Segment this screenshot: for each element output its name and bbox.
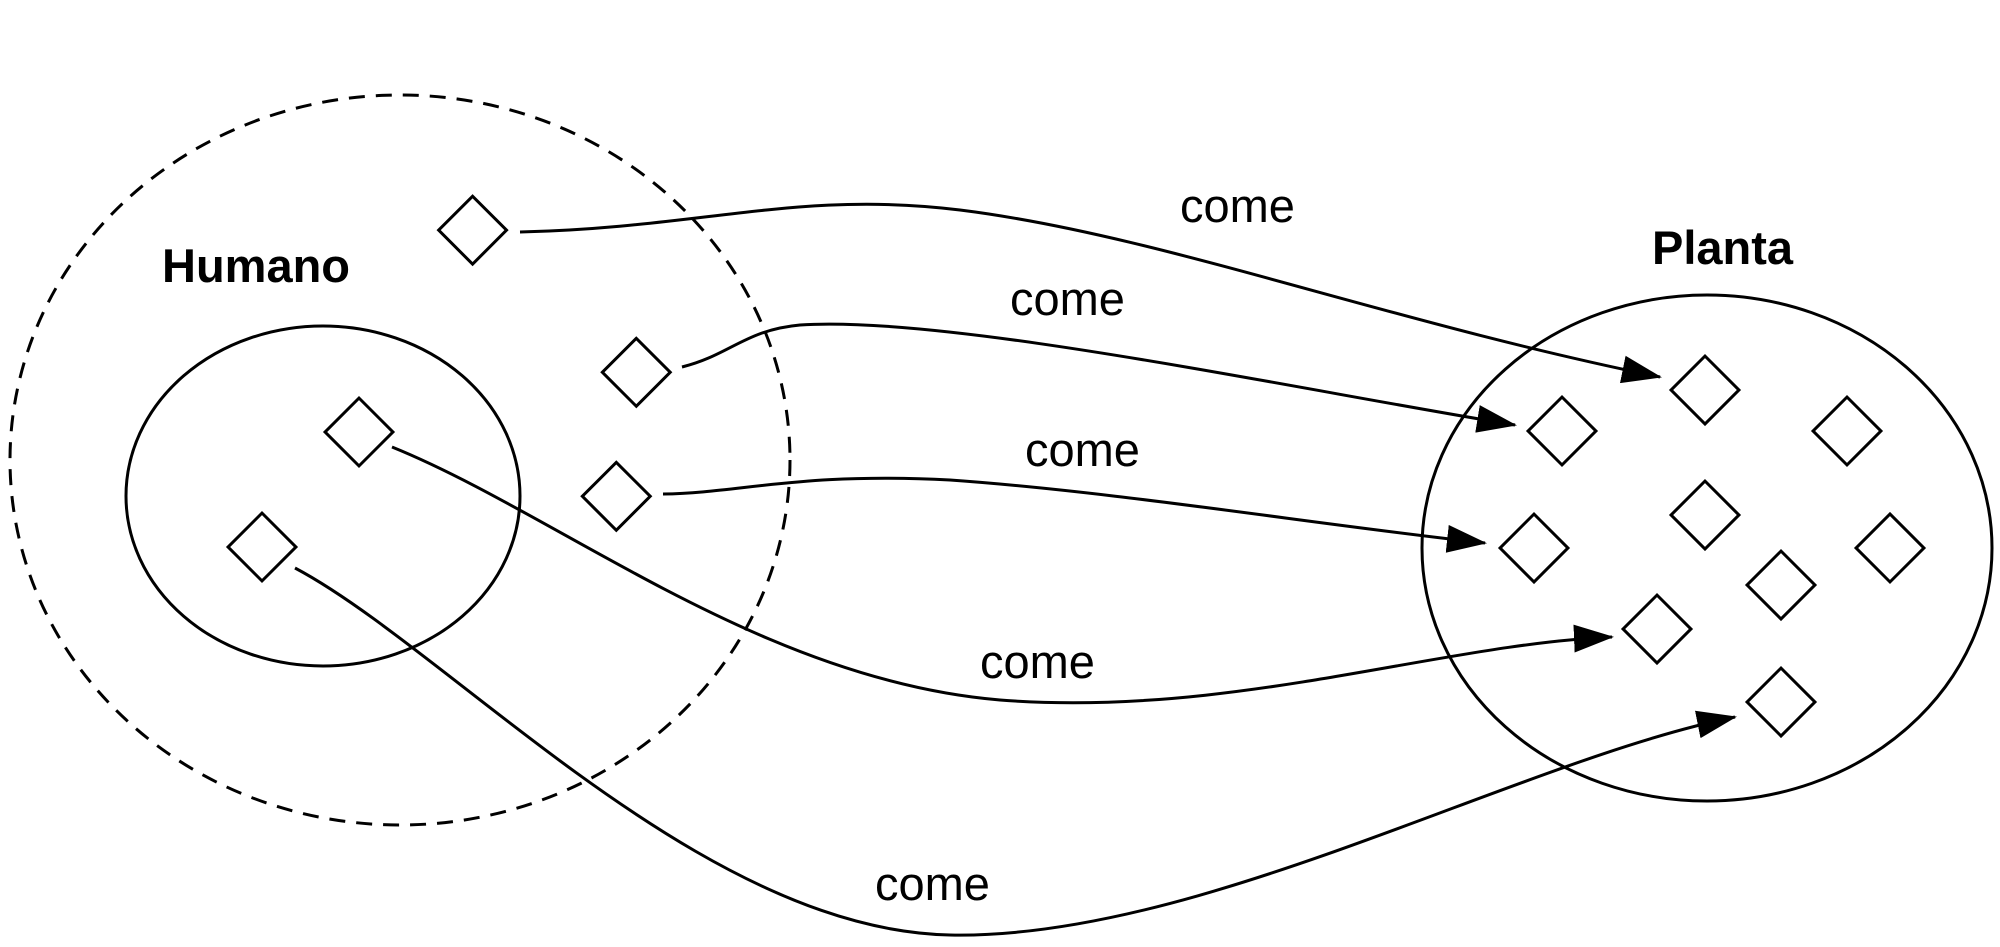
humano-node[interactable] bbox=[322, 395, 396, 469]
humano-label: Humano bbox=[162, 239, 350, 292]
edge-label: come bbox=[1010, 272, 1125, 325]
planta-label: Planta bbox=[1652, 221, 1794, 274]
humano-nodes bbox=[225, 194, 673, 584]
humano-superset-boundary bbox=[8, 93, 792, 827]
edge-5 bbox=[294, 566, 1737, 937]
humano-node[interactable] bbox=[225, 510, 299, 584]
planta-node[interactable] bbox=[1668, 478, 1742, 552]
planta-node[interactable] bbox=[1525, 394, 1599, 468]
planta-node[interactable] bbox=[1853, 511, 1927, 585]
humano-subset-boundary bbox=[124, 324, 522, 668]
edge-1 bbox=[519, 202, 1662, 384]
edge-2 bbox=[681, 322, 1517, 433]
planta-node[interactable] bbox=[1620, 592, 1694, 666]
humano-node[interactable] bbox=[580, 460, 653, 533]
planta-node[interactable] bbox=[1744, 665, 1818, 739]
planta-node[interactable] bbox=[1497, 511, 1571, 585]
humano-node[interactable] bbox=[436, 194, 509, 267]
edge-3 bbox=[662, 476, 1487, 553]
edge-label: come bbox=[1180, 179, 1295, 232]
edge-label: come bbox=[980, 635, 1095, 688]
edge-label: come bbox=[875, 857, 990, 910]
edge-label: come bbox=[1025, 423, 1140, 476]
humano-node[interactable] bbox=[600, 336, 673, 409]
planta-node[interactable] bbox=[1744, 548, 1818, 622]
planta-node[interactable] bbox=[1668, 353, 1742, 427]
planta-set-boundary bbox=[1420, 293, 1994, 803]
planta-node[interactable] bbox=[1810, 394, 1884, 468]
planta-nodes bbox=[1497, 353, 1927, 739]
edge-4 bbox=[391, 445, 1614, 705]
